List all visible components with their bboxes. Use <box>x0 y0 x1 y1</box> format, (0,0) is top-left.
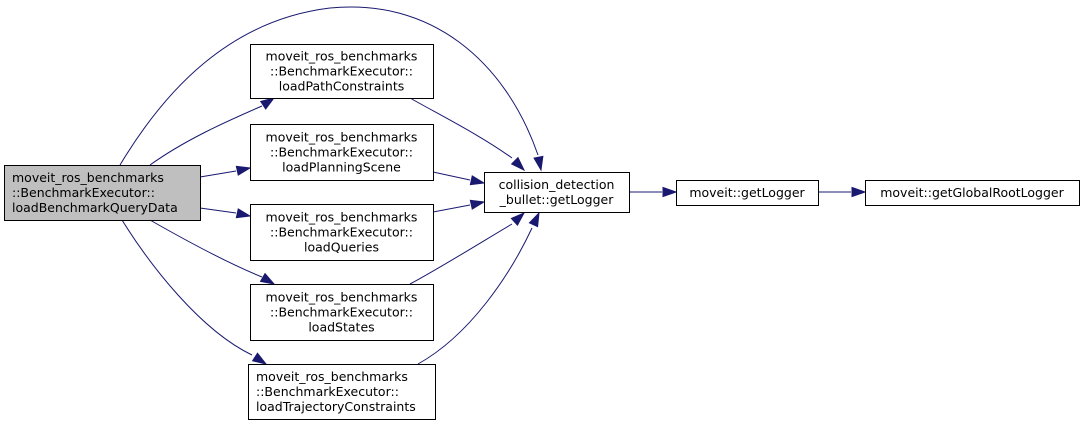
edge-line <box>119 6 539 166</box>
node-loadTrajectoryConstraints[interactable]: moveit_ros_benchmarks::BenchmarkExecutor… <box>248 364 436 420</box>
edge-root-to-loadQueries <box>199 207 252 219</box>
edge-line <box>432 171 471 181</box>
node-getGlobalRootLogger[interactable]: moveit::getGlobalRootLogger <box>865 180 1080 206</box>
edge-line <box>199 170 237 178</box>
arrowhead-icon <box>259 97 276 110</box>
edge-line <box>409 223 513 285</box>
node-box[interactable] <box>250 44 434 99</box>
node-label-line: ::BenchmarkExecutor:: <box>256 384 399 399</box>
node-loadQueries[interactable]: moveit_ros_benchmarks::BenchmarkExecutor… <box>250 204 434 261</box>
edge-line <box>199 207 237 214</box>
arrowhead-icon <box>533 155 544 172</box>
edge-line <box>409 97 513 159</box>
node-label-line: loadPlanningScene <box>282 160 401 175</box>
edge-moveitGetLogger-to-getGlobalRootLogger <box>818 186 867 198</box>
edge-root-to-loadPlanningScene <box>199 165 252 178</box>
node-label-line: moveit_ros_benchmarks <box>256 369 408 384</box>
arrowhead-icon <box>510 156 526 172</box>
node-box[interactable] <box>4 165 201 221</box>
node-label-line: moveit::getLogger <box>689 185 805 200</box>
edge-line <box>417 227 533 365</box>
edge-root-to-cdbGetLogger <box>119 6 544 172</box>
node-label-line: loadStates <box>308 320 374 335</box>
arrowhead-icon <box>469 199 486 210</box>
node-label-line: moveit_ros_benchmarks <box>266 49 418 64</box>
arrowhead-icon <box>469 175 486 186</box>
arrowhead-icon <box>235 165 252 176</box>
node-root[interactable]: moveit_ros_benchmarks::BenchmarkExecutor… <box>4 165 201 221</box>
edge-root-to-loadTrajectoryConstraints <box>121 219 268 365</box>
arrowhead-icon <box>259 272 276 285</box>
edge-root-to-loadStates <box>149 219 276 285</box>
arrowhead-icon <box>235 208 252 219</box>
node-label-line: moveit_ros_benchmarks <box>266 210 418 225</box>
node-box[interactable] <box>250 284 434 341</box>
edge-line <box>149 105 263 166</box>
edges-layer <box>119 6 867 365</box>
node-loadStates[interactable]: moveit_ros_benchmarks::BenchmarkExecutor… <box>250 284 434 341</box>
node-label-line: ::BenchmarkExecutor:: <box>270 64 413 79</box>
arrowhead-icon <box>251 352 268 365</box>
node-label-line: loadTrajectoryConstraints <box>256 399 416 414</box>
node-label-line: ::BenchmarkExecutor:: <box>270 225 413 240</box>
node-label-line: moveit_ros_benchmarks <box>266 130 418 145</box>
node-box[interactable] <box>248 364 436 420</box>
node-box[interactable] <box>865 180 1080 206</box>
edge-line <box>432 204 471 213</box>
nodes-layer: moveit_ros_benchmarks::BenchmarkExecutor… <box>4 44 1080 420</box>
arrowhead-icon <box>528 211 540 228</box>
edge-loadStates-to-cdbGetLogger <box>409 211 526 285</box>
node-box[interactable] <box>250 124 434 181</box>
node-box[interactable] <box>484 172 630 213</box>
node-label-line: loadQueries <box>304 240 379 255</box>
edge-line <box>149 219 263 278</box>
node-loadPathConstraints[interactable]: moveit_ros_benchmarks::BenchmarkExecutor… <box>250 44 434 99</box>
node-label-line: ::BenchmarkExecutor:: <box>270 145 413 160</box>
edge-loadPlanningScene-to-cdbGetLogger <box>432 171 486 186</box>
edge-root-to-loadPathConstraints <box>149 97 276 166</box>
edge-loadPathConstraints-to-cdbGetLogger <box>409 97 526 172</box>
node-label-line: moveit::getGlobalRootLogger <box>880 185 1064 200</box>
node-label-line: loadPathConstraints <box>279 79 405 94</box>
edge-line <box>121 219 253 356</box>
node-label-line: moveit_ros_benchmarks <box>266 290 418 305</box>
node-label-line: ::BenchmarkExecutor:: <box>12 185 155 200</box>
node-box[interactable] <box>676 180 819 206</box>
node-loadPlanningScene[interactable]: moveit_ros_benchmarks::BenchmarkExecutor… <box>250 124 434 181</box>
node-label-line: moveit_ros_benchmarks <box>12 170 164 185</box>
node-label-line: loadBenchmarkQueryData <box>12 200 178 215</box>
node-box[interactable] <box>250 204 434 261</box>
node-cdbGetLogger[interactable]: collision_detection_bullet::getLogger <box>484 172 630 213</box>
node-moveitGetLogger[interactable]: moveit::getLogger <box>676 180 819 206</box>
node-label-line: ::BenchmarkExecutor:: <box>270 305 413 320</box>
arrowhead-icon <box>662 186 678 198</box>
arrowhead-icon <box>851 186 867 198</box>
edge-cdbGetLogger-to-moveitGetLogger <box>629 186 678 198</box>
edge-loadQueries-to-cdbGetLogger <box>432 199 486 213</box>
node-label-line: collision_detection <box>499 177 615 192</box>
edge-loadTrajectoryConstraints-to-cdbGetLogger <box>417 211 540 365</box>
node-label-line: _bullet::getLogger <box>499 192 615 207</box>
arrowhead-icon <box>510 211 526 226</box>
